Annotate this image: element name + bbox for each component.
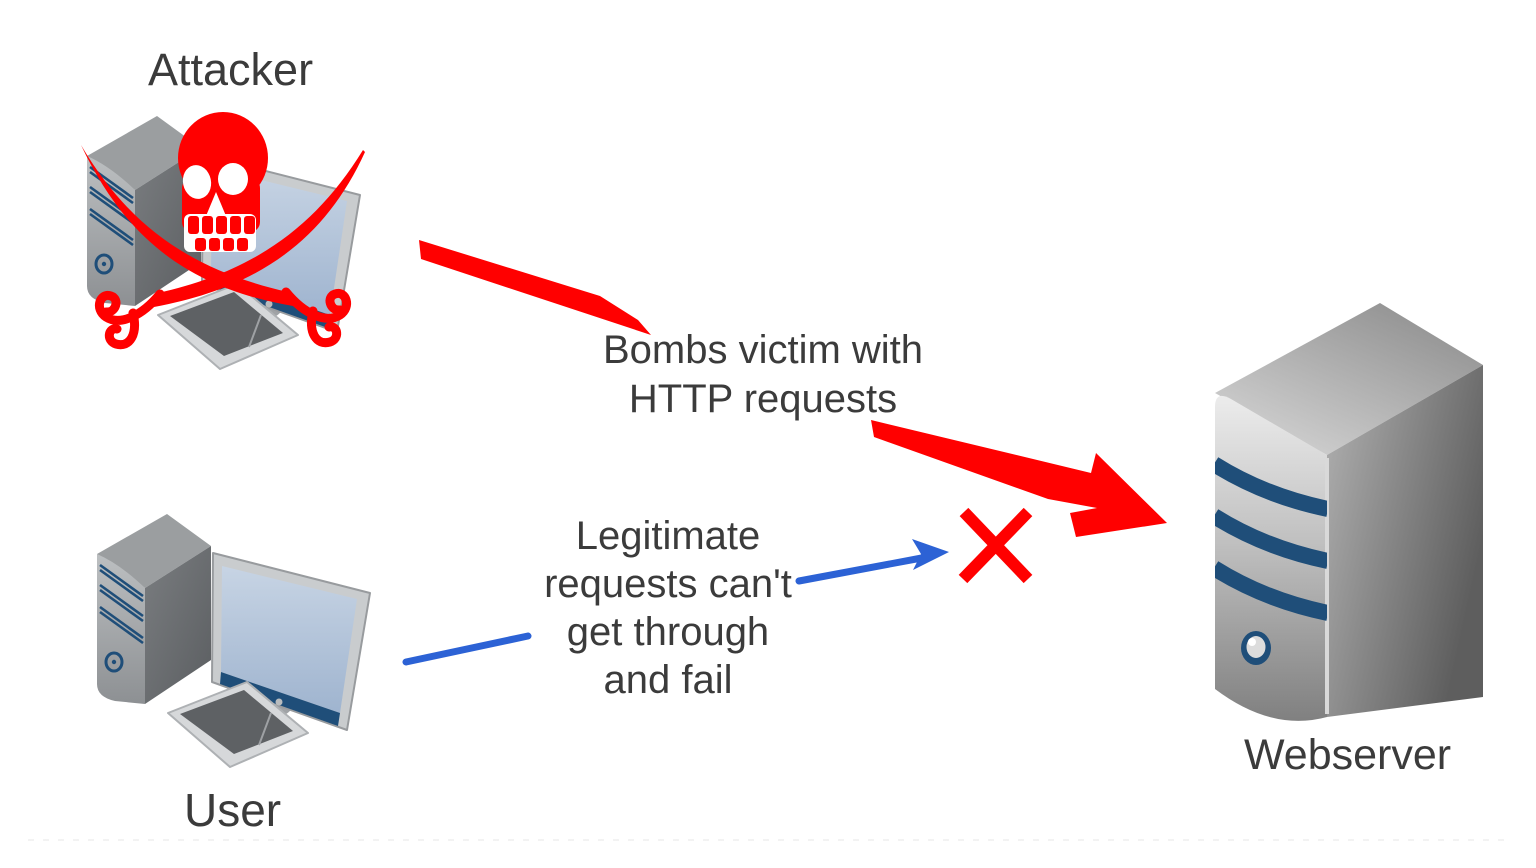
server-side-face: [1327, 365, 1483, 717]
legit-arrow-icon: [402, 539, 949, 666]
server-top-face: [1215, 303, 1483, 455]
webserver-label: Webserver: [1244, 731, 1452, 779]
cutlass-blade-left-icon: [81, 145, 293, 306]
attacker-computer-icon: [81, 112, 365, 371]
attack-annotation-line-2: HTTP requests: [628, 377, 898, 421]
skull-icon: [178, 112, 268, 252]
attack-flow-annotation: Bombs victim with HTTP requests: [553, 326, 973, 424]
user-label: User: [184, 784, 282, 836]
cutlass-hilt-left-icon: [94, 289, 165, 350]
server-vent-stripes: [1215, 457, 1327, 621]
attack-annotation-line-1: Bombs victim with: [602, 328, 924, 372]
legit-flow-annotation: Legitimate requests can't get through an…: [498, 512, 838, 704]
legit-annotation-line-4: and fail: [603, 658, 733, 702]
legit-annotation-line-1: Legitimate: [575, 514, 761, 558]
legit-annotation-line-3: get through: [566, 610, 770, 654]
webserver-icon: [1215, 303, 1483, 721]
scan-artifact-line: [28, 839, 1508, 841]
server-power-button: [1241, 631, 1271, 665]
attack-arrow-icon: [419, 240, 1167, 537]
jolly-roger-icon: [81, 112, 365, 350]
cutlass-blade-right-icon: [154, 150, 365, 307]
cutlass-hilt-right-icon: [281, 287, 352, 348]
legit-annotation-line-2: requests can't: [544, 562, 792, 606]
blocked-x-icon: [958, 507, 1033, 584]
attacker-label: Attacker: [148, 44, 314, 95]
